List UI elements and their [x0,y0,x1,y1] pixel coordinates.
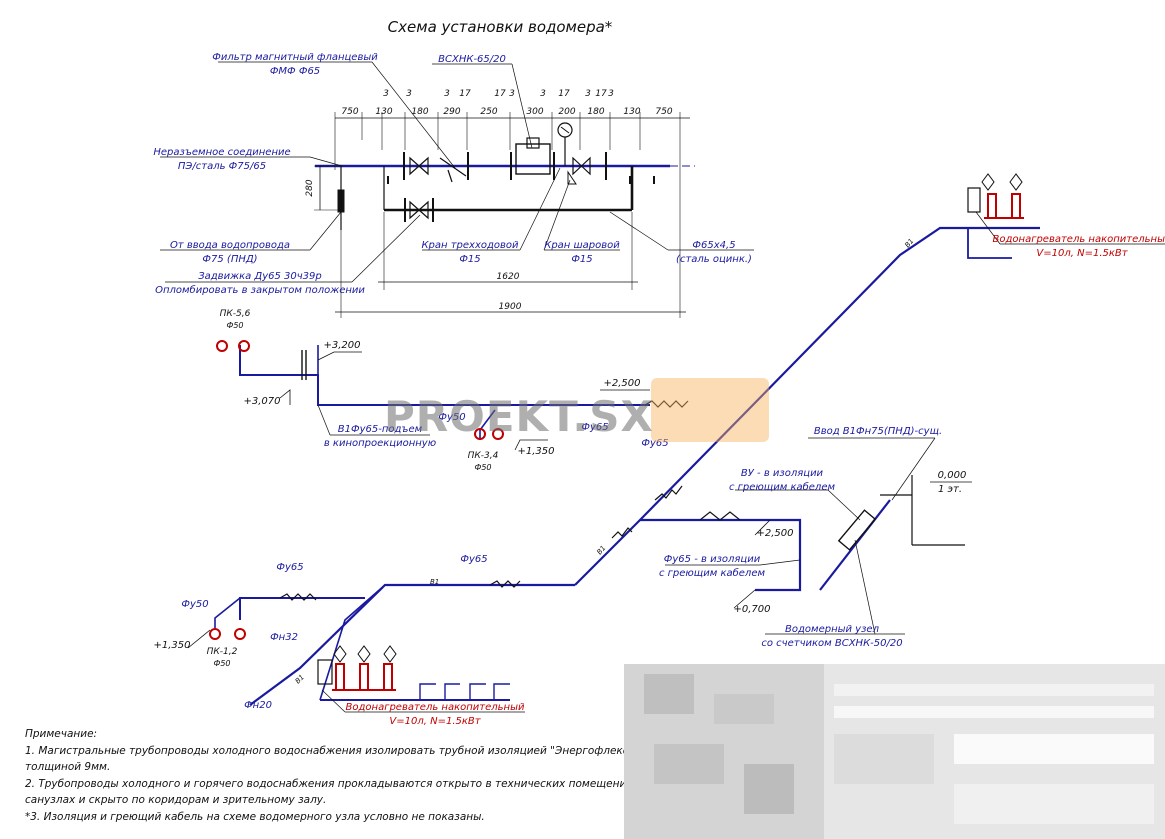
pipe-code-b1-a: В1 [903,237,915,249]
note-1-cont: толщиной 9мм. [25,761,111,773]
watermark-text: PROEKT.SX [384,392,654,441]
dim-small-1: 3 [406,89,412,99]
gate-valve-label: Задвижка Ду65 30ч39р [198,271,322,282]
riser-label: В1Фу65-подъем [338,424,423,435]
dim-top-2: 180 [411,107,428,117]
pipe-du50-b: Фу50 [181,599,208,610]
threeway-valve-size: Ф15 [459,254,480,265]
level-3200: +3,200 [323,340,360,351]
ball-valve-label: Кран шаровой [544,240,620,251]
heater-bottom-spec: V=10л, N=1.5кВт [389,716,481,727]
heater-top-label: Водонагреватель накопительный [993,234,1165,245]
dim-top-5: 300 [526,107,543,117]
pipe-code-b1-d: В1 [294,673,306,685]
title-block-pixelated [624,664,1165,839]
dim-1620: 1620 [497,272,520,282]
note-3: *3. Изоляция и греющий кабель на схеме в… [25,810,485,823]
hydrant-size-pk34: Ф50 [474,463,491,472]
meter-node-label: Водомерный узел [785,624,880,635]
dim-small-8: 3 [585,89,591,99]
pipe-spec: Ф65х4,5 [692,240,735,251]
coupling-size: ПЭ/сталь Ф75/65 [178,161,266,172]
dim-small-2: 3 [444,89,450,99]
meter-assembly [160,61,754,318]
level-2500-b: +2,500 [756,528,793,539]
pipe-du65-a: Фу65 [581,422,608,433]
note-2: 2. Трубопроводы холодного и горячего вод… [25,777,643,790]
input-label: Ввод В1Фн75(ПНД)-сущ. [814,426,942,437]
dim-small-9: 17 [595,89,607,99]
notes-block: Примечание: 1. Магистральные трубопровод… [25,726,674,825]
isometric-labels: ПК-5,6 Ф50 +3,200 +3,070 В1Фу65-подъем в… [153,234,1165,727]
dim-top-3: 290 [443,107,460,117]
dim-top-4: 250 [480,107,497,117]
dim-small-5: 3 [509,89,515,99]
meter-model: ВСХНК-65/20 [438,54,506,65]
dim-top-8: 130 [623,107,640,117]
pipe-material: (сталь оцинк.) [676,254,752,265]
threeway-valve-label: Кран трехходовой [421,240,519,251]
dim-small-7: 17 [558,89,570,99]
meter-cable-label: с греющим кабелем [729,481,836,493]
hydrant-size-pk12: Ф50 [213,659,230,668]
level-1350-b: +1,350 [153,640,190,651]
top-dimensions: 750 130 180 290 250 300 200 180 130 750 [341,107,672,117]
level-0000: 0,000 [938,470,967,481]
gate-valve-note: Опломбировать в закрытом положении [155,284,365,296]
inlet-size: Ф75 (ПНД) [202,254,257,265]
level-3070: +3,070 [243,396,280,407]
dim-small-0: 3 [383,89,389,99]
ball-valve-size: Ф15 [571,254,592,265]
riser-destination: в кинопроекционную [324,438,436,449]
heater-bottom-label: Водонагреватель накопительный [346,702,525,713]
drawing-title: Схема установки водомера* [388,18,613,36]
filter-label: Фильтр магнитный фланцевый [212,52,378,63]
pipe-du65-c: Фу65 [460,554,487,565]
isometric-scheme [187,173,1165,713]
dim-small-4: 17 [494,89,506,99]
level-1350-a: +1,350 [517,446,554,457]
inlet-label: От ввода водопровода [170,240,290,251]
insulated-pipe-label: Фу65 - в изоляции [664,554,761,565]
dim-top-0: 750 [341,107,358,117]
hydrant-size-pk56: Ф50 [226,321,243,330]
heater-top-spec: V=10л, N=1.5кВт [1036,248,1128,259]
filter-size: ФМФ Ф65 [270,66,320,77]
dim-small-6: 3 [540,89,546,99]
dim-small-3: 17 [459,89,471,99]
floor-label: 1 эт. [938,484,962,495]
insulated-cable-label: с греющим кабелем [659,567,766,579]
dim-top-9: 750 [655,107,672,117]
meter-insulation-label: ВУ - в изоляции [741,468,824,479]
dim-1900: 1900 [499,302,522,312]
pipe-du65-d: Фу65 [276,562,303,573]
dim-top-6: 200 [558,107,575,117]
hydrant-label-pk12: ПК-1,2 [207,647,238,657]
pipe-dn20: Фн20 [244,700,272,711]
dim-top-1: 130 [375,107,392,117]
hydrant-label-pk34: ПК-3,4 [468,451,499,461]
pipe-du50-a: Фу50 [438,412,465,423]
level-0700: +0,700 [733,604,770,615]
level-2500-a: +2,500 [603,378,640,389]
pipe-code-b1-c: В1 [430,578,439,586]
pipe-du65-b: Фу65 [641,438,668,449]
dim-top-7: 180 [587,107,604,117]
hydrant-label-pk56: ПК-5,6 [220,309,251,319]
meter-node-model: со счетчиком ВСХНК-50/20 [761,638,902,649]
note-1: 1. Магистральные трубопроводы холодного … [25,744,674,757]
dim-280: 280 [305,179,315,196]
watermark-badge [651,378,769,442]
dim-small-10: 3 [608,89,614,99]
pipe-dn32: Фн32 [270,632,298,643]
meter-labels: Фильтр магнитный фланцевый ФМФ Ф65 ВСХНК… [153,52,752,312]
note-2-cont: санузлах и скрыто по коридорам и зритель… [25,794,327,806]
notes-heading: Примечание: [25,728,98,740]
coupling-label: Неразъемное соединение [153,147,290,158]
